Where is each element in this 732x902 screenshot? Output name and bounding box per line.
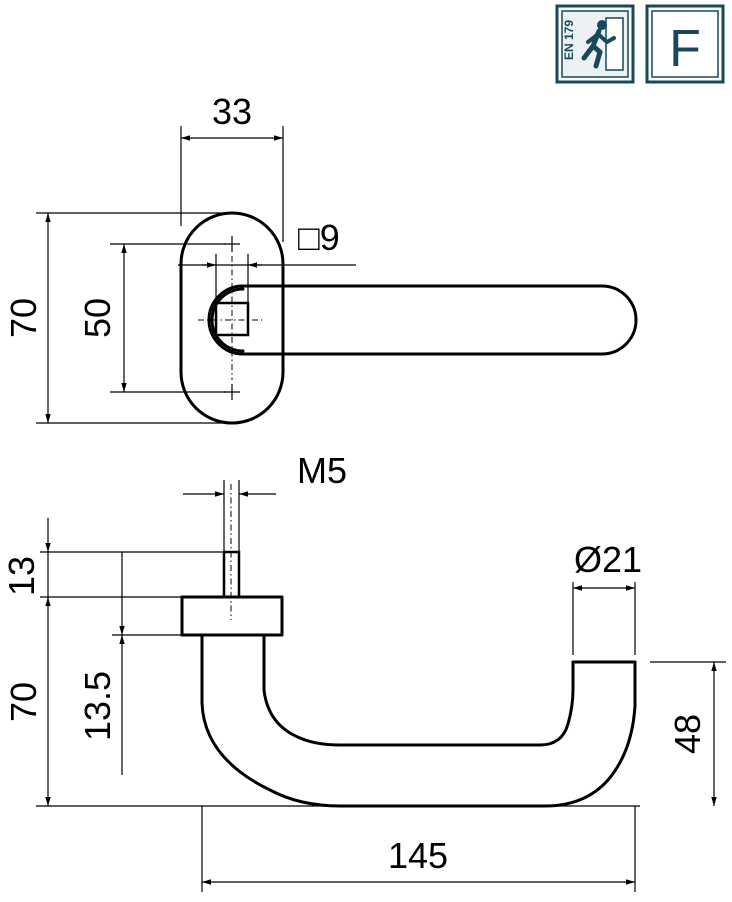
screw-hole-bottom — [224, 384, 240, 400]
top-view: 33 □9 70 50 — [3, 91, 638, 425]
class-f-badge: F — [645, 4, 725, 84]
dim-pin: 13 — [1, 556, 42, 596]
dim-rose-offset: 13.5 — [77, 671, 118, 741]
dim-hole-spacing: 50 — [77, 298, 118, 338]
dim-grip-height: 48 — [667, 714, 708, 754]
lever-arm-top — [207, 284, 638, 356]
dim-rose-height: 70 — [3, 298, 44, 338]
dim-thread: M5 — [297, 450, 347, 491]
running-man-exit-icon — [581, 17, 624, 71]
screw-hole-top — [224, 236, 240, 252]
side-view: M5 Ø21 13 70 13.5 48 145 — [1, 450, 726, 892]
dim-rose-width: 33 — [212, 91, 252, 132]
dim-diameter: Ø21 — [574, 539, 642, 580]
square-spindle — [214, 301, 250, 337]
class-letter: F — [669, 20, 701, 78]
en179-text: EN 179 — [562, 20, 576, 60]
dim-square: □9 — [298, 217, 340, 258]
dim-length: 145 — [388, 835, 448, 876]
en179-badge: EN 179 — [555, 4, 635, 84]
lever-inner — [262, 633, 575, 747]
rose-plate — [180, 595, 284, 637]
dim-total-height: 70 — [3, 682, 44, 722]
